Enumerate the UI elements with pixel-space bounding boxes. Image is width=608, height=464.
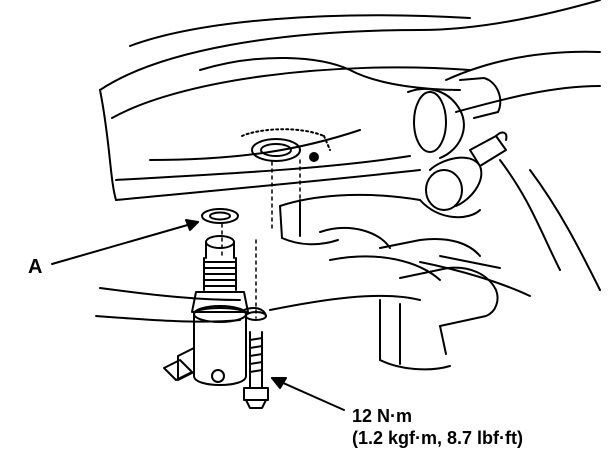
fitting xyxy=(419,131,508,219)
leader-arrow-a xyxy=(51,219,199,265)
torque-conversion-label: (1.2 kgf·m, 8.7 lbf·ft) xyxy=(352,428,524,448)
o-ring xyxy=(201,208,239,224)
lower-structure xyxy=(95,159,601,371)
hose xyxy=(407,50,601,159)
leader-arrow-torque xyxy=(271,377,345,411)
engine-housing xyxy=(99,0,601,201)
mounting-hole xyxy=(241,128,331,162)
mounting-bolt xyxy=(243,331,269,409)
alignment-lines xyxy=(221,159,301,319)
callout-a-label: A xyxy=(28,256,43,278)
torque-value-label: 12 N·m xyxy=(352,406,413,426)
solenoid-valve xyxy=(163,235,267,386)
